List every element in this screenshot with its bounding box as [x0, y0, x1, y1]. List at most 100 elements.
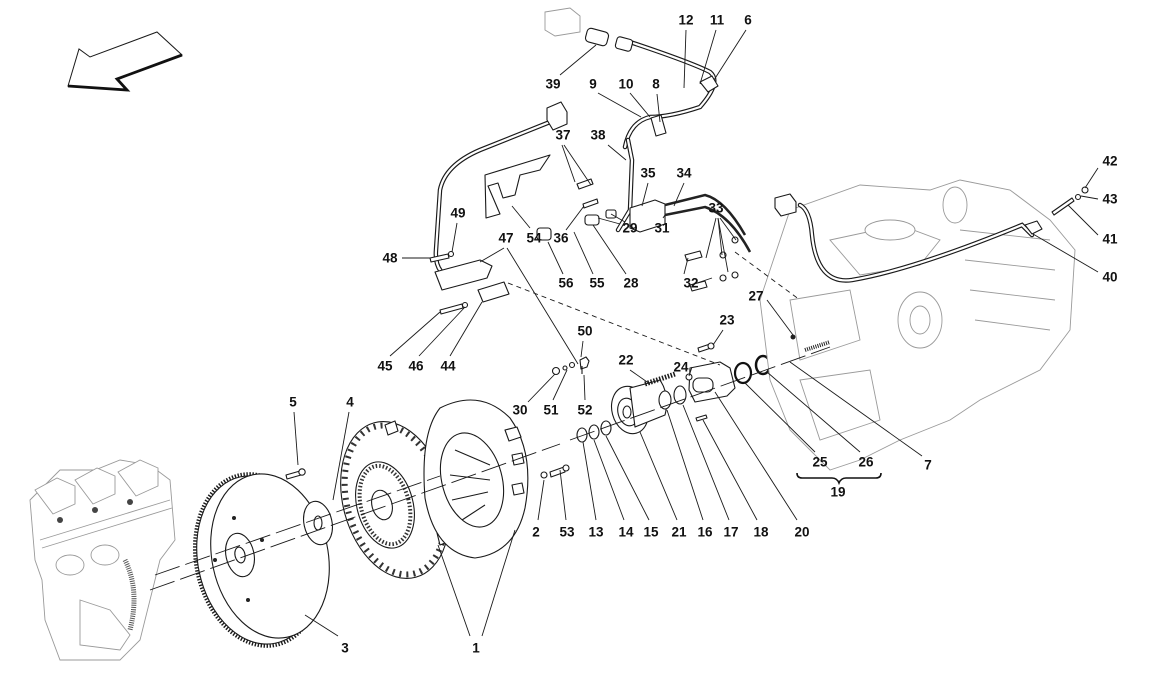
callout-label[interactable]: 27 — [748, 289, 763, 304]
callout-52[interactable]: 52 — [577, 374, 593, 418]
callout-label[interactable]: 17 — [723, 525, 738, 540]
callout-label[interactable]: 31 — [654, 221, 670, 236]
callout-34[interactable]: 34 — [673, 166, 692, 207]
callout-11[interactable]: 11 — [699, 13, 725, 85]
callout-39[interactable]: 39 — [545, 44, 597, 92]
callout-label[interactable]: 18 — [753, 525, 769, 540]
callout-label[interactable]: 54 — [526, 231, 542, 246]
callout-45[interactable]: 45 — [377, 311, 441, 374]
callout-label[interactable]: 56 — [558, 276, 574, 291]
callout-10[interactable]: 10 — [618, 77, 651, 118]
callout-label[interactable]: 50 — [577, 324, 592, 339]
callout-label[interactable]: 3 — [341, 641, 349, 656]
callout-21[interactable]: 21 — [639, 431, 687, 540]
callout-18[interactable]: 18 — [702, 419, 769, 540]
callout-41[interactable]: 41 — [1067, 204, 1118, 247]
callout-47[interactable]: 47 — [479, 231, 579, 365]
callout-label[interactable]: 53 — [559, 525, 575, 540]
callout-label[interactable]: 6 — [744, 13, 752, 28]
callout-31[interactable]: 31 — [654, 214, 670, 236]
callout-label[interactable]: 43 — [1102, 192, 1118, 207]
callout-29[interactable]: 29 — [597, 213, 638, 236]
callout-label[interactable]: 41 — [1102, 232, 1118, 247]
callout-2[interactable]: 2 — [532, 479, 545, 540]
callout-label[interactable]: 25 — [812, 455, 828, 470]
callout-54[interactable]: 54 — [511, 205, 542, 246]
callout-25[interactable]: 25 — [744, 382, 828, 470]
callout-label[interactable]: 37 — [555, 128, 570, 143]
callout-label[interactable]: 14 — [618, 525, 634, 540]
callout-label[interactable]: 28 — [623, 276, 639, 291]
callout-42[interactable]: 42 — [1084, 154, 1118, 189]
callout-6[interactable]: 6 — [713, 13, 752, 81]
callout-28[interactable]: 28 — [592, 224, 639, 291]
callout-label[interactable]: 29 — [622, 221, 637, 236]
callout-label[interactable]: 48 — [382, 251, 398, 266]
callout-label[interactable]: 19 — [830, 485, 845, 500]
callout-label[interactable]: 30 — [512, 403, 527, 418]
callout-label[interactable]: 47 — [498, 231, 513, 246]
callout-19[interactable]: 19 — [830, 485, 845, 500]
callout-9[interactable]: 9 — [589, 77, 642, 118]
callout-label[interactable]: 9 — [589, 77, 597, 92]
callout-37[interactable]: 37 — [555, 128, 592, 186]
callout-label[interactable]: 1 — [472, 641, 480, 656]
callout-38[interactable]: 38 — [590, 128, 627, 161]
callout-50[interactable]: 50 — [577, 324, 593, 358]
callout-label[interactable]: 7 — [924, 458, 932, 473]
callout-label[interactable]: 21 — [671, 525, 687, 540]
callout-label[interactable]: 42 — [1102, 154, 1117, 169]
callout-13[interactable]: 13 — [582, 441, 604, 540]
callout-label[interactable]: 2 — [532, 525, 540, 540]
callout-36[interactable]: 36 — [553, 205, 585, 246]
callout-label[interactable]: 11 — [710, 13, 725, 28]
callout-8[interactable]: 8 — [652, 77, 661, 123]
callout-23[interactable]: 23 — [712, 313, 735, 346]
callout-label[interactable]: 23 — [719, 313, 735, 328]
callout-label[interactable]: 12 — [678, 13, 693, 28]
callout-label[interactable]: 5 — [289, 395, 297, 410]
callout-label[interactable]: 49 — [450, 206, 465, 221]
callout-44[interactable]: 44 — [440, 301, 483, 374]
callout-4[interactable]: 4 — [332, 395, 354, 501]
callout-12[interactable]: 12 — [678, 13, 694, 89]
callout-17[interactable]: 17 — [682, 404, 739, 540]
callout-label[interactable]: 26 — [858, 455, 874, 470]
callout-label[interactable]: 55 — [589, 276, 605, 291]
callout-7[interactable]: 7 — [789, 361, 932, 473]
callout-56[interactable]: 56 — [547, 241, 574, 291]
callout-40[interactable]: 40 — [1032, 233, 1118, 285]
callout-30[interactable]: 30 — [512, 373, 556, 418]
callout-label[interactable]: 52 — [577, 403, 592, 418]
callout-label[interactable]: 15 — [643, 525, 659, 540]
callout-label[interactable]: 34 — [676, 166, 692, 181]
callout-14[interactable]: 14 — [593, 439, 634, 540]
callout-label[interactable]: 20 — [794, 525, 809, 540]
callout-49[interactable]: 49 — [450, 206, 466, 253]
callout-53[interactable]: 53 — [559, 469, 575, 540]
callout-label[interactable]: 33 — [708, 201, 724, 216]
callout-24[interactable]: 24 — [673, 360, 693, 377]
callout-label[interactable]: 38 — [590, 128, 606, 143]
callout-43[interactable]: 43 — [1080, 192, 1118, 207]
callout-label[interactable]: 16 — [697, 525, 713, 540]
callout-label[interactable]: 32 — [683, 276, 698, 291]
callout-label[interactable]: 44 — [440, 359, 456, 374]
callout-label[interactable]: 10 — [618, 77, 633, 92]
callout-22[interactable]: 22 — [618, 353, 651, 385]
callout-label[interactable]: 46 — [408, 359, 424, 374]
callout-label[interactable]: 4 — [346, 395, 354, 410]
callout-27[interactable]: 27 — [748, 289, 794, 336]
callout-32[interactable]: 32 — [683, 257, 713, 291]
callout-33[interactable]: 33 — [705, 201, 737, 273]
callout-3[interactable]: 3 — [304, 614, 349, 656]
callout-label[interactable]: 13 — [588, 525, 604, 540]
callout-label[interactable]: 51 — [543, 403, 559, 418]
callout-5[interactable]: 5 — [289, 395, 299, 466]
callout-51[interactable]: 51 — [543, 369, 568, 418]
callout-label[interactable]: 39 — [545, 77, 560, 92]
callout-16[interactable]: 16 — [666, 409, 713, 540]
callout-label[interactable]: 22 — [618, 353, 633, 368]
callout-label[interactable]: 40 — [1102, 270, 1117, 285]
callout-label[interactable]: 24 — [673, 360, 689, 375]
